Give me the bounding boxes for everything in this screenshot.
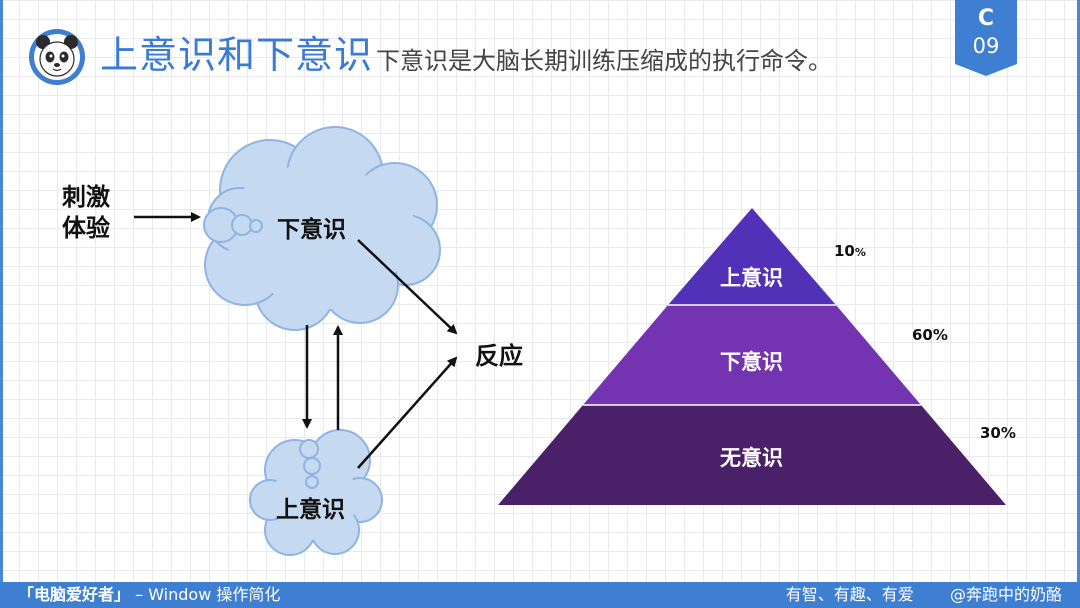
footer-bar: 「电脑爱好者」 – Window 操作简化 有智、有趣、有爱 @奔跑中的奶酪 — [0, 582, 1080, 608]
percent-conscious: 10% — [834, 242, 866, 260]
stimulus-label: 刺激 体验 — [62, 183, 110, 242]
footer-right: 有智、有趣、有爱 @奔跑中的奶酪 — [786, 582, 1062, 608]
arrow-conscious-to-reaction — [357, 356, 458, 469]
footer-left: 「电脑爱好者」 – Window 操作简化 — [18, 582, 280, 608]
pyramid — [498, 208, 1006, 505]
subconscious-cloud-bubbles — [203, 207, 263, 243]
frame-left-border — [0, 0, 3, 582]
footer-separator: – Window 操作简化 — [135, 585, 281, 604]
arrow-subconscious-to-reaction — [357, 239, 458, 335]
pyramid-bottom-level — [498, 405, 1006, 505]
pyramid-label-unconscious: 无意识 — [720, 446, 783, 470]
conscious-label: 上意识 — [276, 497, 345, 523]
subconscious-label: 下意识 — [277, 217, 346, 243]
footer-brand: 「电脑爱好者」 — [18, 585, 131, 604]
pyramid-label-conscious: 上意识 — [720, 266, 783, 290]
footer-slogan: 有智、有趣、有爱 — [785, 585, 914, 604]
pyramid-middle-level — [583, 305, 921, 405]
percent-unconscious: 30% — [980, 424, 1016, 442]
conscious-cloud-bubbles — [299, 439, 321, 489]
reaction-label: 反应 — [475, 342, 523, 370]
page-title: 上意识和下意识 — [100, 33, 374, 77]
pyramid-label-subconscious: 下意识 — [720, 350, 783, 374]
badge-letter: C — [977, 6, 995, 31]
page-subtitle: 下意识是大脑长期训练压缩成的执行命令。 — [376, 47, 832, 75]
pyramid-top-level — [668, 208, 836, 305]
footer-author: @奔跑中的奶酪 — [949, 585, 1062, 604]
panda-logo-icon — [29, 29, 85, 85]
badge-number: 09 — [972, 34, 1000, 58]
frame-right-border — [1077, 0, 1080, 582]
chapter-badge — [955, 0, 1017, 76]
percent-subconscious: 60% — [912, 326, 948, 344]
